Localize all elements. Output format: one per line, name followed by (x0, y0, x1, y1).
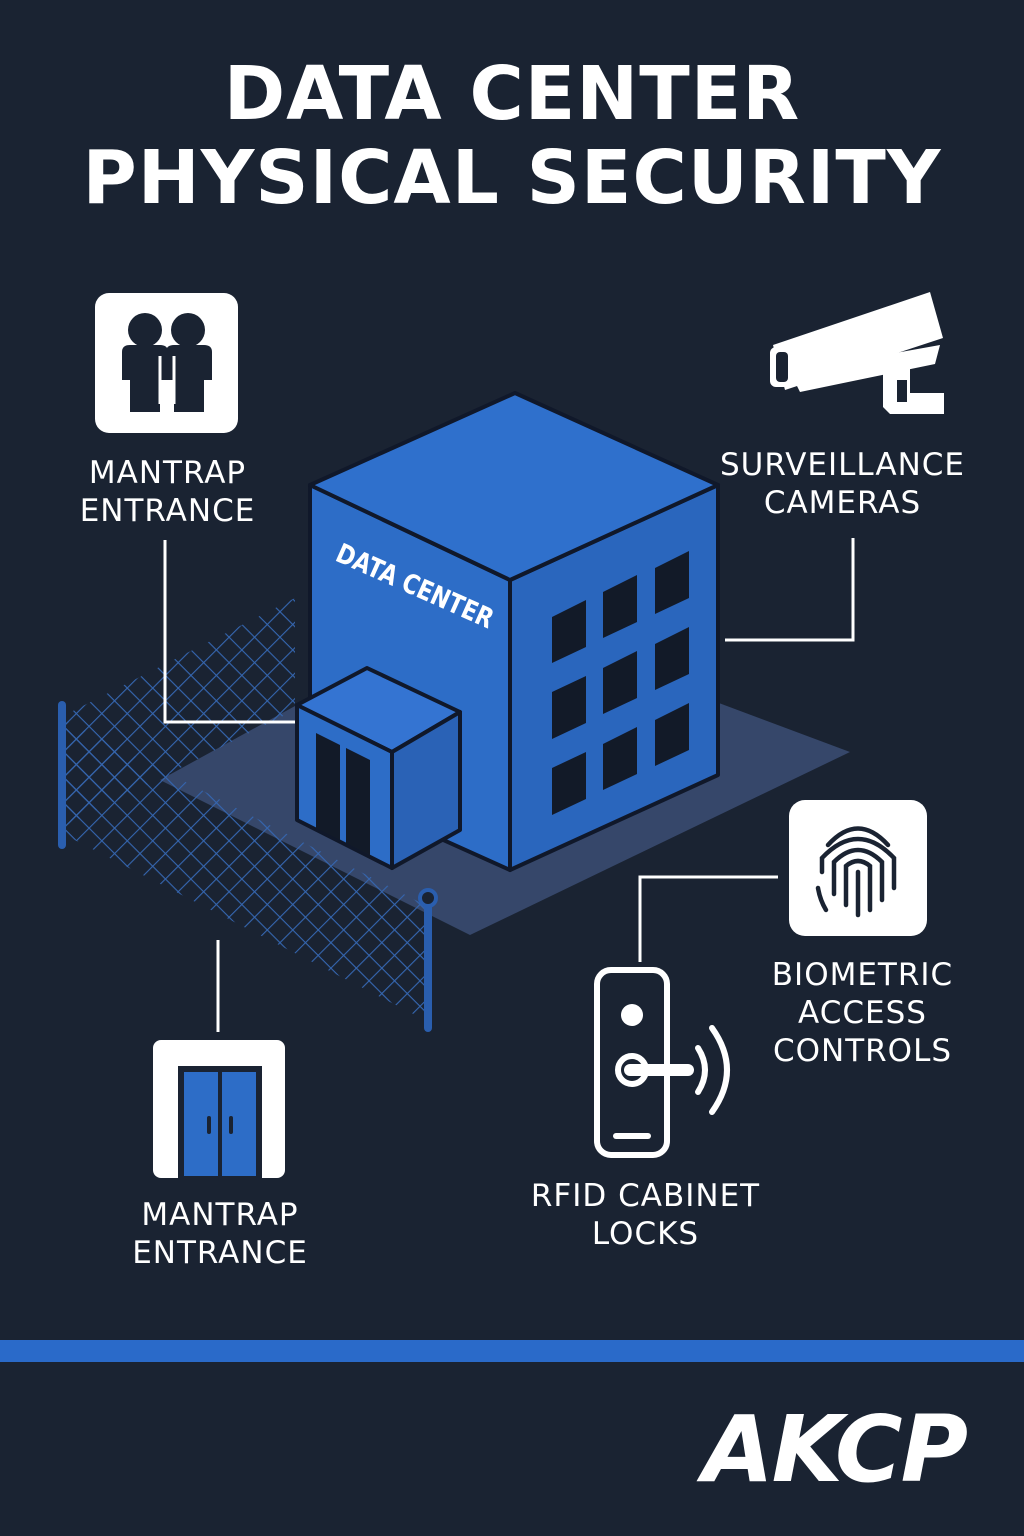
title-line-2: PHYSICAL SECURITY (82, 135, 942, 221)
footer-divider (0, 1340, 1024, 1362)
label-mantrap-top: MANTRAP ENTRANCE (79, 455, 256, 529)
security-fence (58, 598, 438, 1032)
label-biometric: BIOMETRIC ACCESS CONTROLS (771, 957, 954, 1069)
data-center-building (295, 391, 720, 872)
label-mantrap-bottom: MANTRAP ENTRANCE (132, 1197, 308, 1271)
entrance-doors (316, 733, 370, 855)
connector-lines (163, 538, 855, 1032)
akcp-logo: AKCP (702, 1396, 968, 1503)
door-icon (153, 1040, 285, 1178)
people-icon (95, 293, 238, 433)
title-line-1: DATA CENTER (223, 51, 801, 137)
page-title: DATA CENTER PHYSICAL SECURITY (0, 52, 1024, 220)
camera-icon (770, 292, 944, 414)
fingerprint-icon (789, 800, 927, 936)
building-windows (552, 551, 689, 815)
rfid-lock-icon (594, 967, 730, 1158)
label-surveillance: SURVEILLANCE CAMERAS (719, 447, 966, 521)
label-rfid: RFID CABINET LOCKS (530, 1178, 761, 1252)
